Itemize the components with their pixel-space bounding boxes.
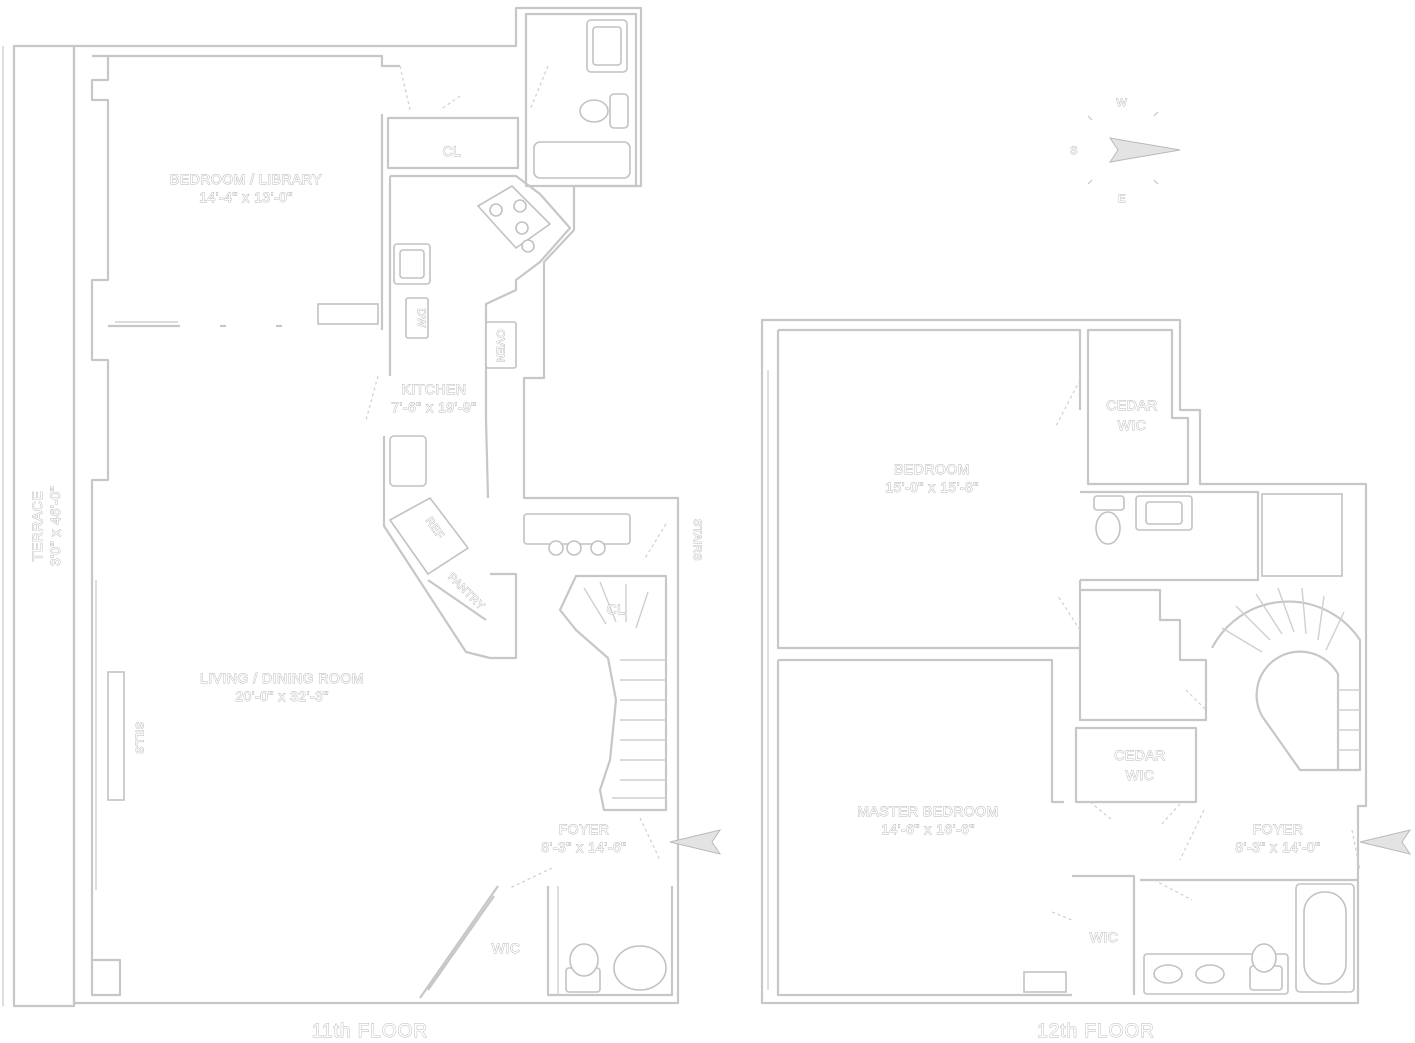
closet-label: CL: [443, 143, 462, 159]
kitchen-name: KITCHEN: [402, 381, 467, 397]
kitchen-dims: 7'-6" x 19'-9": [391, 399, 476, 415]
bedroom-library-name: BEDROOM / LIBRARY: [170, 171, 322, 187]
foyer-11-name: FOYER: [559, 821, 610, 837]
wic-11-label: WIC: [492, 940, 521, 956]
sills-label: SILLS: [133, 722, 145, 754]
floor-12-plan: [760, 318, 1368, 1005]
master-bedroom-name: MASTER BEDROOM: [857, 803, 999, 819]
oven-label: OVEN: [494, 329, 506, 362]
foyer-12-name: FOYER: [1253, 821, 1304, 837]
bedroom-12-name: BEDROOM: [894, 461, 970, 477]
bedroom-12-dims: 15'-0" x 15'-8": [885, 479, 979, 495]
floor-12-caption: 12th FLOOR: [1037, 1021, 1155, 1042]
floor-11-caption: 11th FLOOR: [312, 1021, 428, 1042]
stair-treads-11: [583, 581, 666, 799]
bedroom-library-dims: 14'-4" x 13'-0": [199, 189, 293, 205]
cedar-wic-top-line2: WIC: [1118, 417, 1147, 433]
stairs-label: STAIRS: [691, 519, 703, 561]
entry-arrow-11: [669, 829, 722, 855]
stair-closet-label: CL: [607, 601, 626, 617]
cedar-wic-mid-line1: CEDAR: [1114, 747, 1166, 763]
master-bedroom-dims: 14'-6" x 16'-6": [881, 821, 975, 837]
compass-arrow: [1108, 137, 1181, 163]
foyer-11-dims: 8'-3" x 14'-6": [541, 839, 626, 855]
living-dining-dims: 20'-0" x 32'-3": [235, 688, 329, 704]
dishwasher-label: DW: [415, 308, 427, 327]
terrace-name: TERRACE: [29, 491, 45, 561]
foyer-12-dims: 8'-3" x 14'-0": [1235, 839, 1320, 855]
floor-11-plan: [72, 6, 680, 1005]
cedar-wic-mid-line2: WIC: [1126, 767, 1155, 783]
compass-west-label: S: [1070, 145, 1078, 157]
living-dining-name: LIVING / DINING ROOM: [200, 670, 364, 686]
compass-south-label: E: [1118, 193, 1126, 205]
stair-treads-12: [1221, 587, 1360, 751]
cedar-wic-top-line1: CEDAR: [1106, 397, 1158, 413]
entry-arrow-12: [1359, 829, 1412, 855]
terrace-dims: 3'0" x 46'-0": [47, 486, 63, 566]
compass: W E S: [1070, 97, 1181, 205]
compass-north-label: W: [1117, 97, 1128, 109]
wic-12-label: WIC: [1090, 929, 1119, 945]
